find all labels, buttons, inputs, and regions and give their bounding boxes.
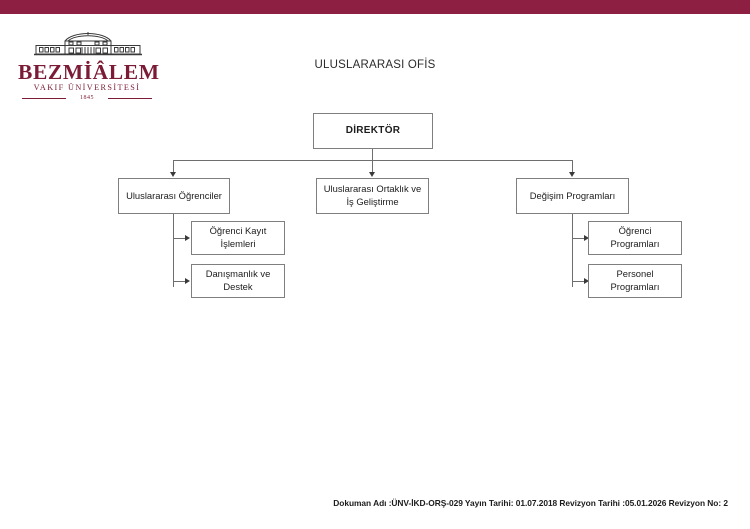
arrow-down-right	[568, 172, 575, 177]
logo-year-row: 1845	[22, 94, 152, 102]
org-node-ogrenci-kayit-islemleri[interactable]: Öğrenci Kayıt İşlemleri	[191, 221, 285, 255]
logo-wordmark: BEZMİÂLEM	[18, 60, 160, 84]
connector-drop-left	[173, 160, 174, 174]
connector-root-stem	[372, 149, 373, 160]
arrow-down-center	[368, 172, 375, 177]
connector-left-spine	[173, 214, 174, 287]
org-node-direktor[interactable]: DİREKTÖR	[313, 113, 433, 149]
org-node-personel-programlari[interactable]: Personel Programları	[588, 264, 682, 298]
connector-right-spine	[572, 214, 573, 287]
org-node-uluslararasi-ogrenciler[interactable]: Uluslararası Öğrenciler	[118, 178, 230, 214]
logo-subtitle: VAKIF ÜNİVERSİTESİ	[33, 83, 141, 92]
connector-drop-right	[572, 160, 573, 174]
logo-rule-right	[108, 98, 152, 99]
header-accent-band	[0, 0, 750, 14]
university-logo: BEZMİÂLEM VAKIF ÜNİVERSİTESİ 1845	[18, 30, 160, 101]
arrow-right-right-child2	[584, 277, 589, 284]
connector-level2-bar	[173, 160, 573, 161]
logo-rule-left	[22, 98, 66, 99]
org-node-ogrenci-programlari[interactable]: Öğrenci Programları	[588, 221, 682, 255]
connector-drop-center	[372, 160, 373, 174]
arrow-right-left-child2	[185, 277, 190, 284]
arrow-down-left	[169, 172, 176, 177]
org-node-danismanlik-ve-destek[interactable]: Danışmanlık ve Destek	[191, 264, 285, 298]
arrow-right-right-child1	[584, 234, 589, 241]
org-node-uluslararasi-ortaklik[interactable]: Uluslararası Ortaklık ve İş Geliştirme	[316, 178, 429, 214]
building-illustration-svg	[34, 32, 142, 56]
connector-left-to-child2	[173, 281, 185, 282]
logo-founding-year: 1845	[80, 95, 94, 101]
connector-right-to-child2	[572, 281, 584, 282]
org-node-degisim-programlari[interactable]: Değişim Programları	[516, 178, 629, 214]
bezmialem-building-icon	[34, 30, 142, 63]
connector-left-to-child1	[173, 238, 185, 239]
page-title: ULUSLARARASI OFİS	[314, 59, 436, 71]
arrow-right-left-child1	[185, 234, 190, 241]
document-footer: Dokuman Adı :ÜNV-İKD-ORŞ-029 Yayın Tarih…	[333, 498, 728, 508]
connector-right-to-child1	[572, 238, 584, 239]
